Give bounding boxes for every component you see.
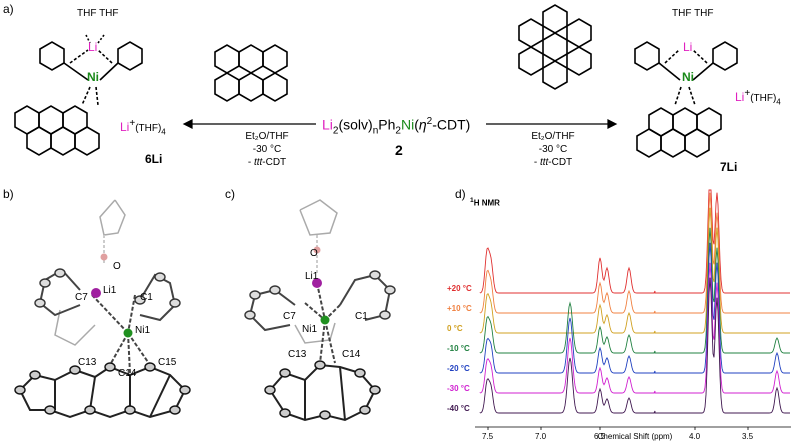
panel-label-a: a) [3, 2, 14, 16]
nmr-temp-label-2: 0 °C [447, 324, 463, 333]
right-thf-2: THF [694, 8, 714, 19]
left-thf-1: THF [77, 8, 97, 19]
right-counter-sub: 4 [776, 97, 781, 107]
panel-label-d: d) [455, 187, 466, 201]
compound-7li-label: 7Li [720, 160, 738, 174]
nmr-temp-label-6: -40 °C [447, 404, 470, 413]
right-counter-thf: (THF) [750, 93, 777, 104]
nmr-tick-label-1: 7.0 [535, 432, 547, 441]
panel-label-b: b) [3, 187, 14, 201]
reagent-subn: n [372, 125, 379, 137]
right-ni-atom: Ni [682, 70, 694, 84]
reagent-solv: (solv) [338, 116, 373, 133]
right-solvent: Et₂O/THF [531, 131, 575, 142]
reagent-cdt: -CDT) [432, 116, 471, 133]
c-label-ni1: Ni1 [302, 324, 318, 335]
nmr-xlabel: Chemical Shift (ppm) [597, 432, 673, 441]
reagent-li: Li [322, 116, 333, 133]
left-counter-li: Li [120, 120, 130, 134]
nmr-temp-label-4: -20 °C [447, 364, 470, 373]
reagent-sub2: 2 [332, 125, 339, 137]
right-temp: -30 °C [538, 144, 568, 155]
nmr-tick-label-2: 6.5 [594, 432, 606, 441]
left-thf-labels: THF THF [77, 8, 119, 19]
nmr-tick-label-0: 7.5 [482, 432, 494, 441]
coronene-reagent [518, 4, 592, 90]
product-7li-structure [634, 41, 738, 158]
product-6li-structure [14, 34, 143, 156]
nmr-trace-6 [479, 277, 790, 414]
b-label-c15: C15 [158, 357, 177, 368]
crystal-structure-c [244, 199, 396, 422]
right-conditions: Et₂O/THF -30 °C - ttt-CDT [508, 130, 598, 169]
left-counter-sup: + [129, 118, 136, 129]
right-counter-sup: + [744, 88, 751, 99]
b-label-li1: Li1 [103, 285, 117, 296]
left-counterion: Li+(THF)4 [120, 118, 166, 136]
b-label-c13: C13 [78, 357, 97, 368]
c-label-c14: C14 [342, 349, 361, 360]
c-label-c7: C7 [283, 311, 296, 322]
left-byproduct: - ttt-CDT [222, 156, 312, 169]
nmr-temp-label-3: -10 °C [447, 344, 470, 353]
right-minus: - [533, 157, 540, 168]
reagent-ph: Ph [378, 116, 396, 133]
c-label-c1: C1 [355, 311, 368, 322]
right-byproduct: - ttt-CDT [508, 156, 598, 169]
right-thf-labels: THF THF [672, 8, 714, 19]
nmr-spectra: +20 °C +10 °C 0 °C -10 °C -20 °C -30 °C -40 °C… [447, 189, 791, 441]
left-ni-atom: Ni [87, 70, 99, 84]
nmr-trace-4 [479, 242, 790, 374]
perylene-reagent [214, 44, 288, 102]
b-label-c7: C7 [75, 292, 88, 303]
nmr-title-sup: 1 [470, 197, 474, 204]
nmr-trace-5 [479, 262, 790, 394]
nmr-trace-3 [479, 227, 790, 354]
nmr-title: 1H NMR [470, 197, 500, 208]
nmr-trace-2 [479, 207, 790, 334]
left-thf-2: THF [99, 8, 119, 19]
left-counter-thf: (THF) [135, 123, 162, 134]
c-label-o: O [310, 248, 318, 259]
right-counterion: Li+(THF)4 [735, 88, 781, 106]
right-thf-1: THF [672, 8, 692, 19]
reagent-sup2: 2 [426, 116, 433, 127]
b-label-ni1: Ni1 [135, 325, 151, 336]
center-reagent-formula: Li2(solv)nPh2Ni(η2-CDT) [322, 116, 470, 136]
nmr-tick-label-4: 3.5 [742, 432, 754, 441]
right-ttt: ttt [539, 157, 549, 168]
nmr-title-text: H NMR [473, 198, 500, 208]
reagent-eta: η [418, 116, 427, 133]
nmr-temp-label-0: +20 °C [447, 284, 472, 293]
compound-6li-label: 6Li [145, 152, 163, 166]
nmr-trace-1 [479, 192, 790, 314]
nmr-tick-label-3: 4.0 [689, 432, 701, 441]
left-temp: -30 °C [252, 144, 282, 155]
reagent-paren: ( [414, 116, 419, 133]
right-counter-li: Li [735, 90, 745, 104]
reaction-arrows [182, 119, 618, 129]
reagent-number: 2 [395, 142, 403, 158]
left-conditions: Et₂O/THF -30 °C - ttt-CDT [222, 130, 312, 169]
reagent-ni: Ni [400, 116, 415, 133]
left-li-atom: Li [88, 40, 98, 54]
nmr-temp-label-5: -30 °C [447, 384, 470, 393]
c-label-li1: Li1 [305, 271, 319, 282]
b-label-o: O [113, 261, 121, 272]
left-ttt: ttt [253, 157, 263, 168]
crystal-structure-b [14, 199, 191, 419]
nmr-temp-label-1: +10 °C [447, 304, 472, 313]
panel-label-c: c) [225, 187, 235, 201]
right-cdt: -CDT [548, 157, 573, 168]
c-label-c13: C13 [288, 349, 307, 360]
left-minus: - [247, 157, 254, 168]
b-label-c1: C1 [140, 292, 153, 303]
left-cdt: -CDT [262, 157, 287, 168]
left-counter-sub: 4 [161, 127, 166, 137]
right-li-atom: Li [683, 40, 693, 54]
b-label-c14: C14 [118, 368, 137, 379]
left-solvent: Et₂O/THF [245, 131, 289, 142]
reagent-sub2b: 2 [395, 125, 401, 137]
nmr-trace-0 [479, 189, 790, 294]
